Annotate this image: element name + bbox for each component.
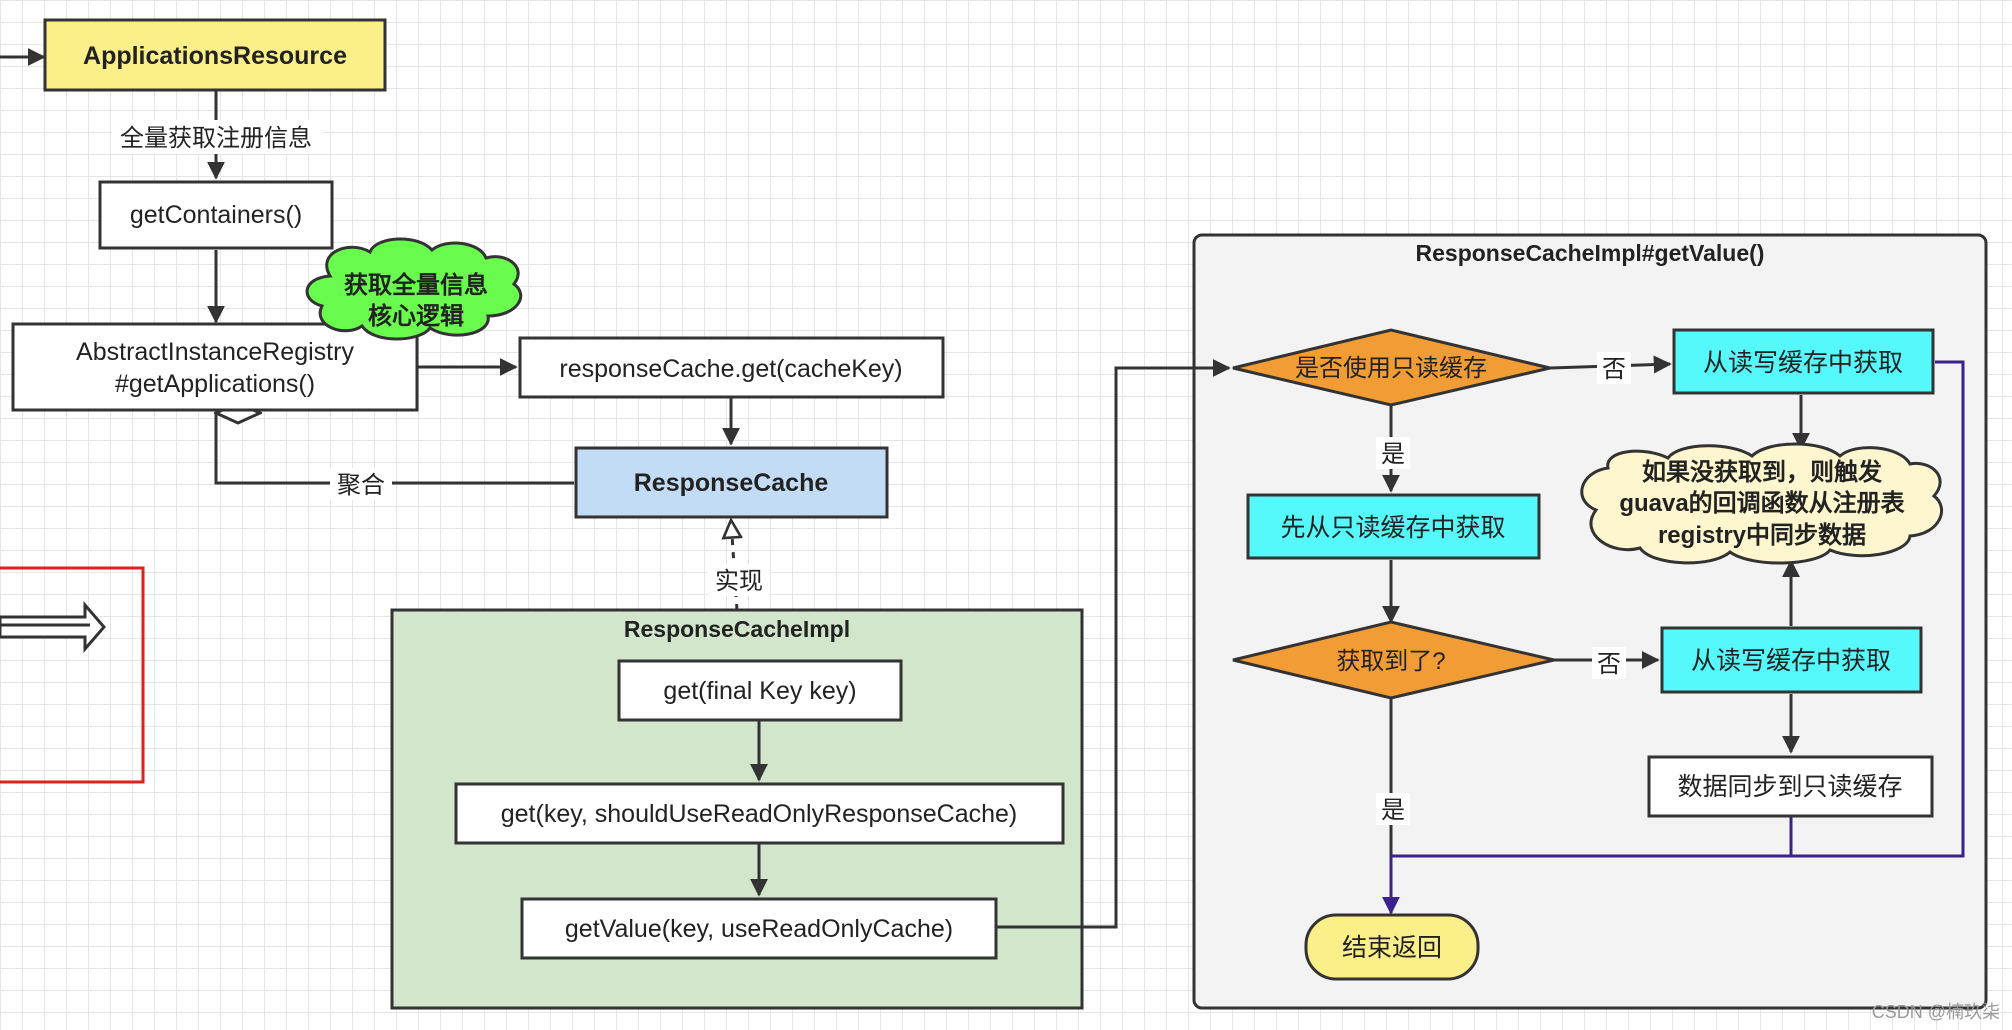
edge-aggregation: [216, 413, 574, 485]
get-value-key-label: getValue(key, useReadOnlyCache): [565, 915, 953, 943]
core-logic-cloud-label-1: 获取全量信息: [344, 271, 488, 299]
get-containers-node: [98, 180, 334, 250]
read-write-top-node: [1672, 328, 1935, 395]
guava-cloud: [1580, 442, 1944, 565]
decision-got-label: 获取到了?: [1336, 648, 1445, 675]
end-return-node: [1304, 913, 1480, 981]
label-yes-bottom: 是: [1381, 797, 1405, 824]
core-logic-cloud-label-2: 核心逻辑: [368, 302, 464, 330]
get-key-should-use-label: get(key, shouldUseReadOnlyResponseCache): [501, 800, 1017, 828]
edge-getvalue-to-decision: [996, 359, 1231, 929]
end-return-label: 结束返回: [1342, 934, 1442, 962]
guava-cloud-label-2: guava的回调函数从注册表: [1619, 489, 1905, 517]
get-containers-label: getContainers(): [130, 201, 302, 229]
guava-cloud-label-1: 如果没获取到，则触发: [1642, 458, 1882, 486]
read-write-bottom-node: [1660, 626, 1923, 694]
abstract-registry-label-2: #getApplications(): [115, 370, 315, 398]
guava-cloud-label-3: registry中同步数据: [1658, 522, 1866, 549]
read-write-top-label: 从读写缓存中获取: [1703, 349, 1903, 377]
get-value-container-title: ResponseCacheImpl#getValue(): [1416, 240, 1765, 266]
label-no-top: 否: [1602, 356, 1626, 383]
sync-to-readonly-label: 数据同步到只读缓存: [1677, 773, 1902, 801]
watermark: CSDN @楠玖柒: [1872, 1002, 2000, 1022]
label-implements: 实现: [715, 568, 763, 595]
edge-rwtop-to-end: [1382, 360, 1965, 915]
get-key-should-use-node: [454, 782, 1065, 845]
core-logic-cloud: [305, 237, 523, 341]
response-cache-label: ResponseCache: [634, 469, 829, 497]
abstract-registry-label-1: AbstractInstanceRegistry: [76, 338, 354, 366]
readonly-first-node: [1246, 493, 1541, 560]
label-full-fetch: 全量获取注册信息: [120, 125, 312, 152]
response-cache-get-node: [518, 336, 945, 399]
get-final-key-node: [617, 659, 903, 722]
readonly-first-label: 先从只读缓存中获取: [1280, 514, 1505, 542]
get-value-key-node: [520, 897, 998, 960]
decision-use-readonly: [1232, 328, 1551, 407]
hollow-arrow-icon: [0, 600, 106, 654]
abstract-registry-node: [11, 322, 419, 412]
response-cache-impl-title: ResponseCacheImpl: [624, 616, 850, 642]
decision-got: [1232, 620, 1555, 700]
red-box-partial: [0, 566, 145, 784]
get-final-key-label: get(final Key key): [663, 677, 856, 705]
sync-to-readonly-node: [1647, 755, 1934, 818]
decision-use-readonly-label: 是否使用只读缓存: [1295, 355, 1487, 382]
response-cache-get-label: responseCache.get(cacheKey): [559, 355, 902, 383]
response-cache-node: [574, 446, 889, 519]
label-aggregation: 聚合: [337, 472, 385, 499]
applications-resource-node: [43, 18, 387, 92]
applications-resource-label: ApplicationsResource: [83, 42, 347, 70]
label-no-bottom: 否: [1597, 651, 1621, 678]
label-yes-middle: 是: [1381, 441, 1405, 468]
read-write-bottom-label: 从读写缓存中获取: [1691, 647, 1891, 675]
